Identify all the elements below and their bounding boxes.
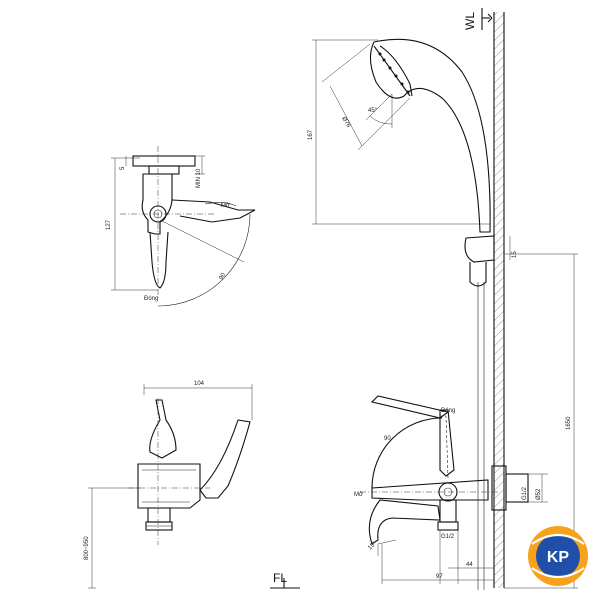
wall-level-marker: WL [463,8,493,30]
side-dim-min10: MIN 10 [196,168,202,188]
side-dim-90: 90 [219,272,228,281]
main-dim-97: 97 [436,574,443,580]
front-dim-height: 800~950 [84,536,90,560]
main-dim-1650: 1650 [566,416,572,430]
shower-dim-167: 167 [308,129,314,140]
nozzles [378,52,410,94]
front-dim-104: 104 [194,381,205,387]
main-dim-g12-left: G1/2 [441,534,455,540]
side-label-open: Mở [221,202,230,209]
wall [493,12,505,588]
main-dim-15deg: 15° [367,540,378,551]
main-dim-44: 44 [466,562,473,568]
main-dim-90: 90 [384,436,391,442]
main-label-cold: Đóng [441,408,455,414]
main-label-open: Mở [354,491,363,498]
shower-head: 167 Ø76 45° [308,38,495,590]
side-label-cold: Đóng [144,296,158,302]
main-dim-phi52: Ø52 [536,488,542,500]
main-dim-g12-right: G1/2 [522,486,528,500]
main-view: 1650 15 Đóng 90 Mở G1/2 Ø52 G1/2 [354,236,578,589]
shower-dim-angle: 45° [368,108,378,114]
shower-dim-diameter: Ø76 [340,116,351,129]
wl-label: WL [463,12,477,30]
side-dim-127: 127 [106,219,112,230]
main-dim-15: 15 [512,251,518,258]
side-view: 90 127 MIN 10 5 Mở Đóng [106,146,256,307]
kp-logo: KP [528,526,588,586]
logo-text: KP [547,549,570,566]
side-dim-5: 5 [120,166,126,170]
fl-label: FL [273,571,287,585]
front-view: 104 800~950 [84,381,253,589]
floor-level-marker: FL [270,571,300,589]
